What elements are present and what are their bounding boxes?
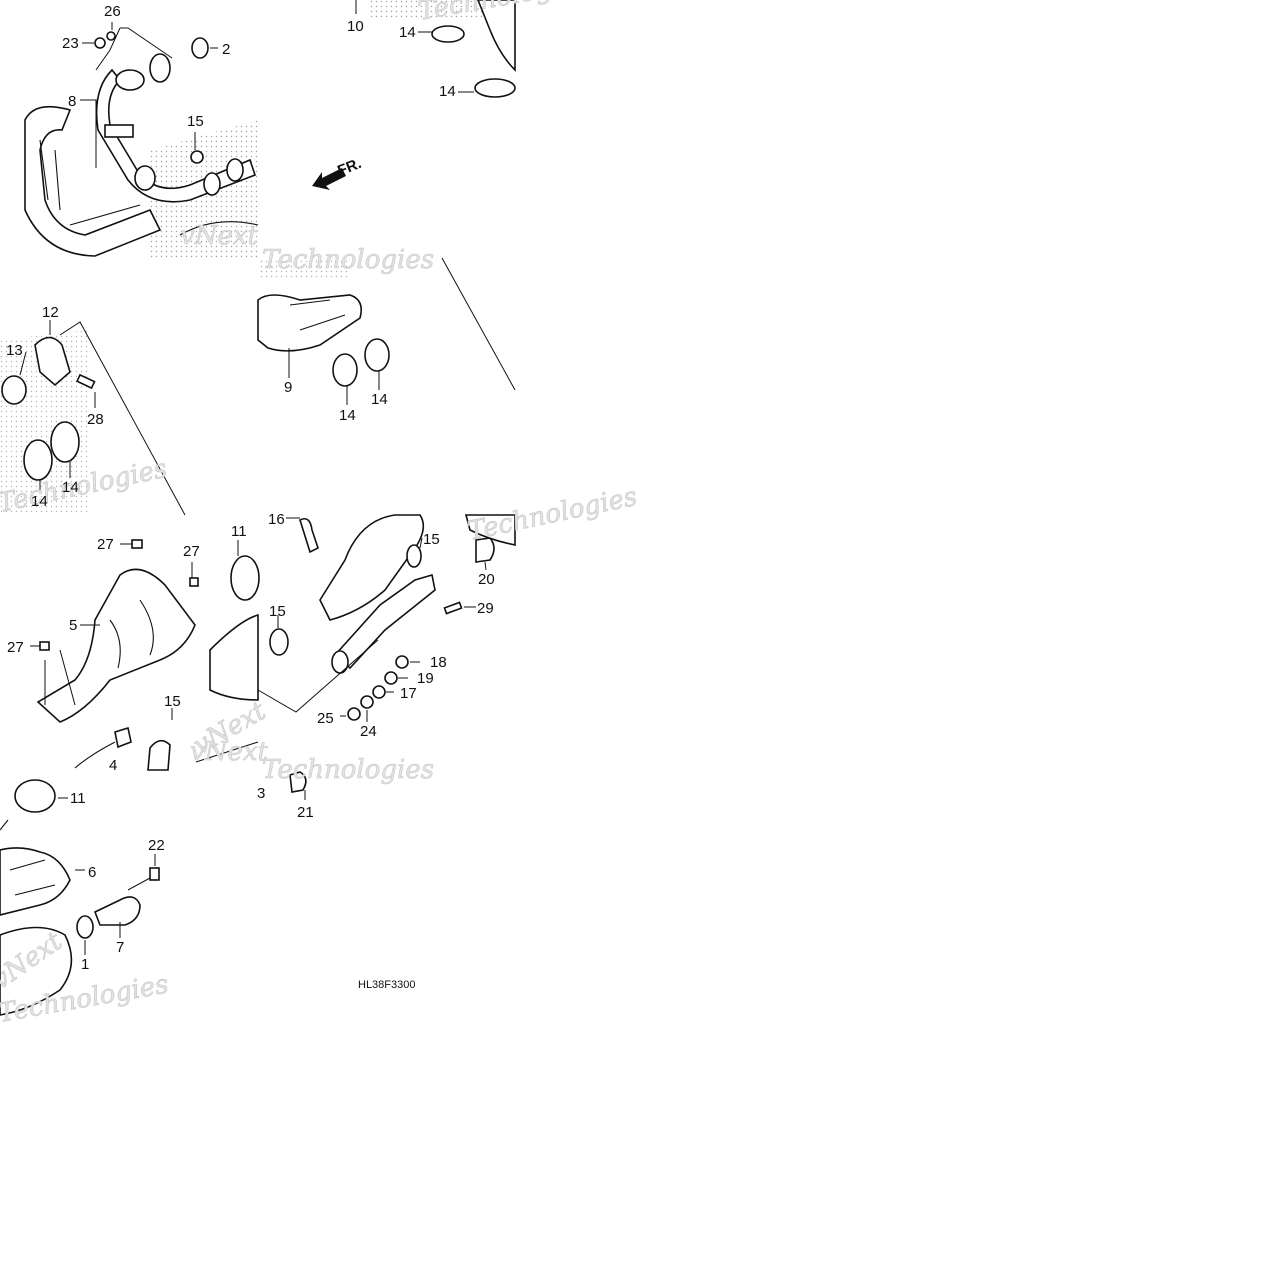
callout-label: 28 (87, 411, 104, 428)
watermark-text: vNext (190, 737, 268, 767)
exhaust-pipe (95, 68, 257, 203)
callout-label: 15 (269, 603, 286, 620)
panel-muffler (0, 779, 160, 1016)
washer (360, 695, 374, 709)
o2-sensor-connector (114, 726, 132, 749)
callout-label: 27 (183, 543, 200, 560)
rubber-bushing (289, 771, 307, 793)
panel-catalyst-pipe (257, 257, 516, 405)
hose-clamp (269, 628, 289, 656)
hose-clamp (332, 353, 358, 387)
washer (106, 31, 116, 41)
callout-label: 11 (231, 523, 247, 540)
watermark-text: Technologies (262, 755, 434, 785)
panel-exhaust-pipe (24, 22, 259, 258)
silencer-pipe (333, 573, 436, 670)
hose-clamp (406, 544, 422, 568)
nut (384, 671, 398, 685)
gasket-ring (76, 915, 94, 939)
band-clamp (230, 555, 260, 601)
bolt (131, 539, 143, 549)
catalytic-converter (319, 514, 425, 621)
gasket-sleeve (1, 375, 27, 405)
callout-label: 6 (88, 864, 96, 881)
callout-label: 5 (69, 617, 77, 634)
callout-label: 22 (148, 837, 165, 854)
svg-text:vNext: vNext (190, 737, 268, 767)
panel-muffler-clamp (0, 320, 186, 516)
callout-label: 27 (97, 536, 114, 553)
front-marker: FR. (335, 155, 364, 180)
callout-label: 18 (430, 654, 447, 671)
band-clamp (14, 779, 56, 813)
callout-label: 14 (371, 391, 388, 408)
callout-label: 13 (6, 342, 23, 359)
heat-shield-left (24, 105, 162, 257)
washer (395, 655, 409, 669)
callout-label: 16 (268, 511, 285, 528)
spark-arrester (93, 896, 141, 926)
callout-label: 12 (42, 304, 59, 321)
callout-label: 20 (478, 571, 495, 588)
band-clamp (34, 336, 71, 387)
watermark-text: Technologies (262, 245, 434, 275)
callout-label: 14 (31, 493, 48, 510)
callout-label: 14 (399, 24, 416, 41)
nut (94, 37, 106, 49)
callout-label: 23 (62, 35, 79, 52)
callout-label: 8 (68, 93, 76, 110)
callout-label: 29 (477, 600, 494, 617)
svg-text:Technologies: Technologies (262, 755, 434, 785)
muffler (0, 847, 71, 916)
panel-mount-bushing (289, 771, 307, 800)
callout-label: 21 (297, 804, 314, 821)
callout-label: 14 (339, 407, 356, 424)
callout-label: 3 (257, 785, 265, 802)
hose-clamp (364, 338, 390, 372)
panel-clamps-top (312, 0, 516, 190)
bolt (75, 373, 96, 390)
bolt (189, 577, 199, 587)
gasket-ring (191, 37, 209, 59)
callout-label: 25 (317, 710, 334, 727)
callout-label: 26 (104, 3, 121, 20)
washer (372, 685, 386, 699)
hose-clamp (474, 78, 516, 98)
bolt (443, 601, 463, 615)
panel-heat-shield (30, 539, 260, 771)
drawing-code: HL38F3300 (358, 979, 416, 991)
callout-label: 7 (116, 939, 124, 956)
heat-shield-cover (36, 568, 196, 723)
nut (347, 707, 361, 721)
bolt (149, 867, 160, 881)
bolt (39, 641, 50, 651)
svg-text:Technologies: Technologies (465, 482, 640, 547)
callout-label: 14 (439, 83, 456, 100)
watermark-text: vNext (180, 221, 258, 251)
callout-label: 19 (417, 670, 434, 687)
svg-text:vNext: vNext (180, 221, 258, 251)
callout-label: 17 (400, 685, 417, 702)
front-direction-arrow-icon (312, 168, 346, 190)
panel-catalytic-converter (257, 514, 516, 722)
callout-label: 10 (347, 18, 364, 35)
catalyst-shield (257, 294, 363, 352)
callout-labels: 26 23 2 8 15 10 14 14 FR. 12 13 28 14 14… (6, 3, 495, 991)
hose-clamp (431, 25, 465, 43)
callout-label: 9 (284, 379, 292, 396)
callout-label: 2 (222, 41, 230, 58)
callout-label: 15 (187, 113, 204, 130)
callout-label: 1 (81, 956, 89, 973)
svg-text:Technologies: Technologies (262, 245, 434, 275)
callout-label: 4 (109, 757, 117, 774)
callout-label: 27 (7, 639, 24, 656)
watermark-text: Technologies (465, 482, 640, 547)
callout-label: 14 (62, 479, 79, 496)
callout-label: 11 (70, 790, 86, 807)
callout-label: 15 (164, 693, 181, 710)
callout-label: 15 (423, 531, 440, 548)
callout-label: 24 (360, 723, 377, 740)
